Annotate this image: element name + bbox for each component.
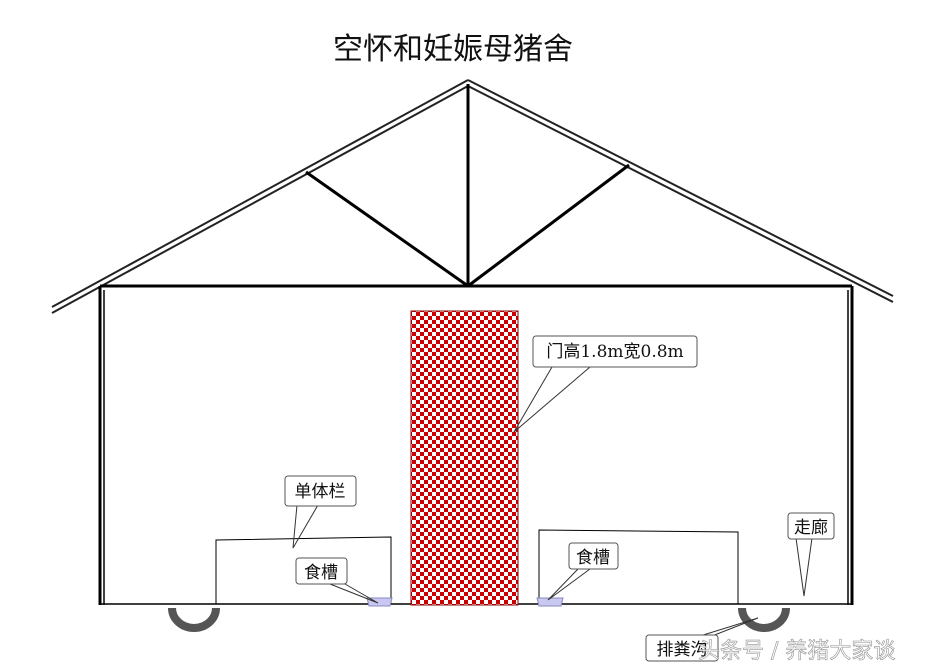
stall-left [215, 536, 392, 604]
callout-door-text: 门高1.8m宽0.8m [546, 342, 683, 362]
watermark: 头条号 / 养猪大家谈 [698, 639, 896, 665]
callout-corridor-text: 走廊 [794, 518, 828, 538]
roof-truss [305, 84, 630, 288]
callout-trough-right-text: 食槽 [576, 548, 610, 568]
door [410, 310, 519, 606]
callout-trough-right: 食槽 [547, 542, 619, 601]
callout-stall: 单体栏 [284, 475, 357, 549]
callout-drain: 排粪沟 [645, 617, 759, 662]
callout-door: 门高1.8m宽0.8m [513, 335, 698, 433]
drain-left [168, 607, 220, 632]
roof [51, 79, 894, 314]
walls [98, 286, 854, 605]
diagram-title: 空怀和妊娠母猪舍 [333, 32, 573, 67]
callout-drain-text: 排粪沟 [657, 640, 708, 660]
callout-trough-left-text: 食槽 [304, 563, 338, 583]
drain-right [738, 607, 790, 632]
stall-right [538, 529, 739, 604]
callout-trough-left: 食槽 [295, 557, 379, 604]
trough-right [536, 597, 564, 607]
callout-corridor: 走廊 [787, 512, 835, 597]
callout-stall-text: 单体栏 [295, 482, 346, 502]
watermark-text: 头条号 / 养猪大家谈 [698, 639, 895, 664]
